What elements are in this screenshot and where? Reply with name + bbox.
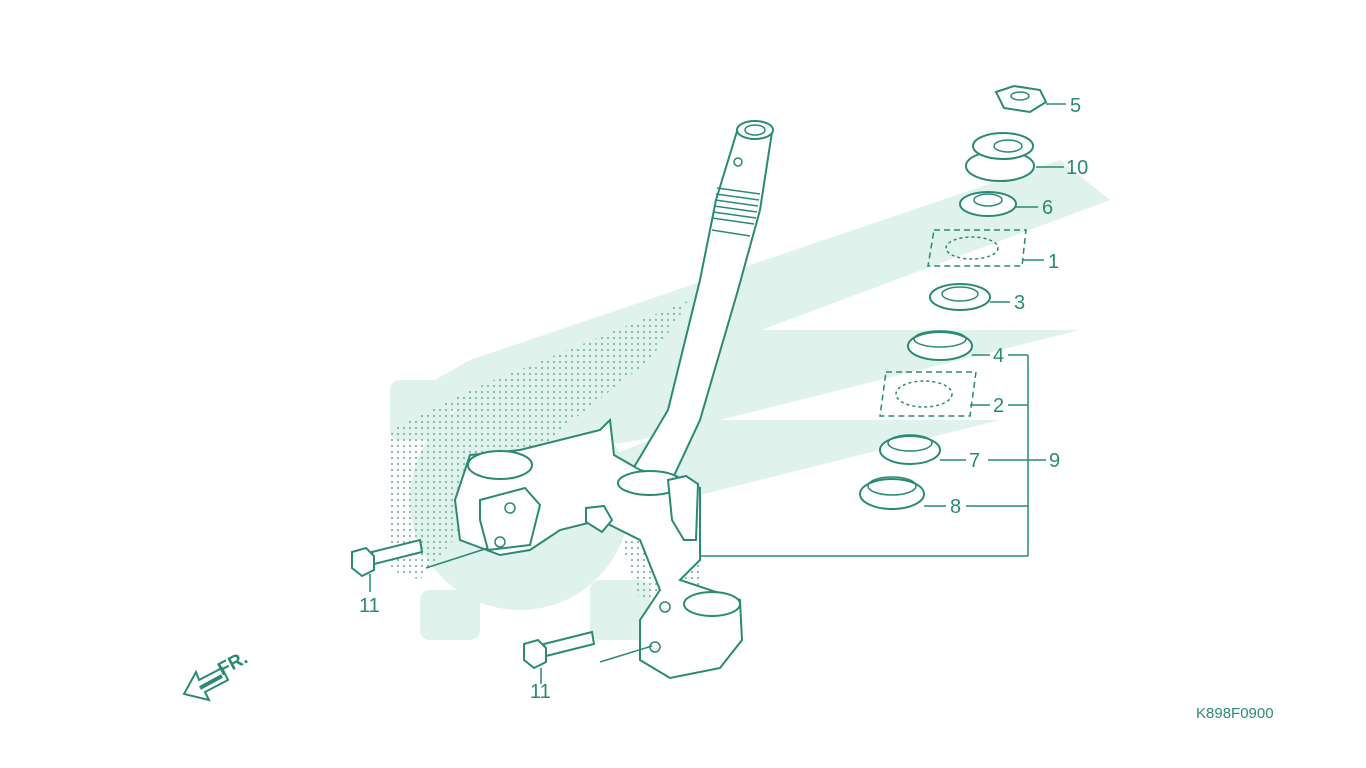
drawing-code: K898F0900: [1196, 705, 1274, 722]
callout-7: 7: [969, 450, 980, 472]
callout-3: 3: [1014, 292, 1025, 314]
callout-11-lower: 11: [530, 681, 551, 703]
part-5-locknut: [994, 84, 1048, 114]
callout-9: 9: [1049, 450, 1060, 472]
part-2-ball-bearing: [879, 371, 977, 417]
bolt-upper: [351, 538, 489, 578]
bolt-lower: [523, 630, 653, 670]
leader-lines: [369, 103, 1066, 684]
part-3-race: [929, 283, 991, 311]
bottom-bridge: [453, 417, 744, 680]
callout-4: 4: [993, 345, 1004, 367]
callout-1: 1: [1048, 251, 1059, 273]
part-4-race: [907, 330, 973, 361]
front-direction-arrow-icon: [182, 666, 230, 702]
part-1-ball-bearing: [927, 229, 1027, 267]
part-6-race: [959, 191, 1017, 217]
callout-10: 10: [1066, 157, 1088, 179]
callout-8: 8: [950, 496, 961, 518]
callout-2: 2: [993, 395, 1004, 417]
callout-6: 6: [1042, 197, 1053, 219]
part-8-dust-seal: [859, 476, 925, 510]
callout-11-upper: 11: [359, 595, 380, 617]
part-7-race: [879, 434, 941, 465]
part-10-adjusting-nut: [965, 132, 1035, 182]
callout-5: 5: [1070, 95, 1081, 117]
